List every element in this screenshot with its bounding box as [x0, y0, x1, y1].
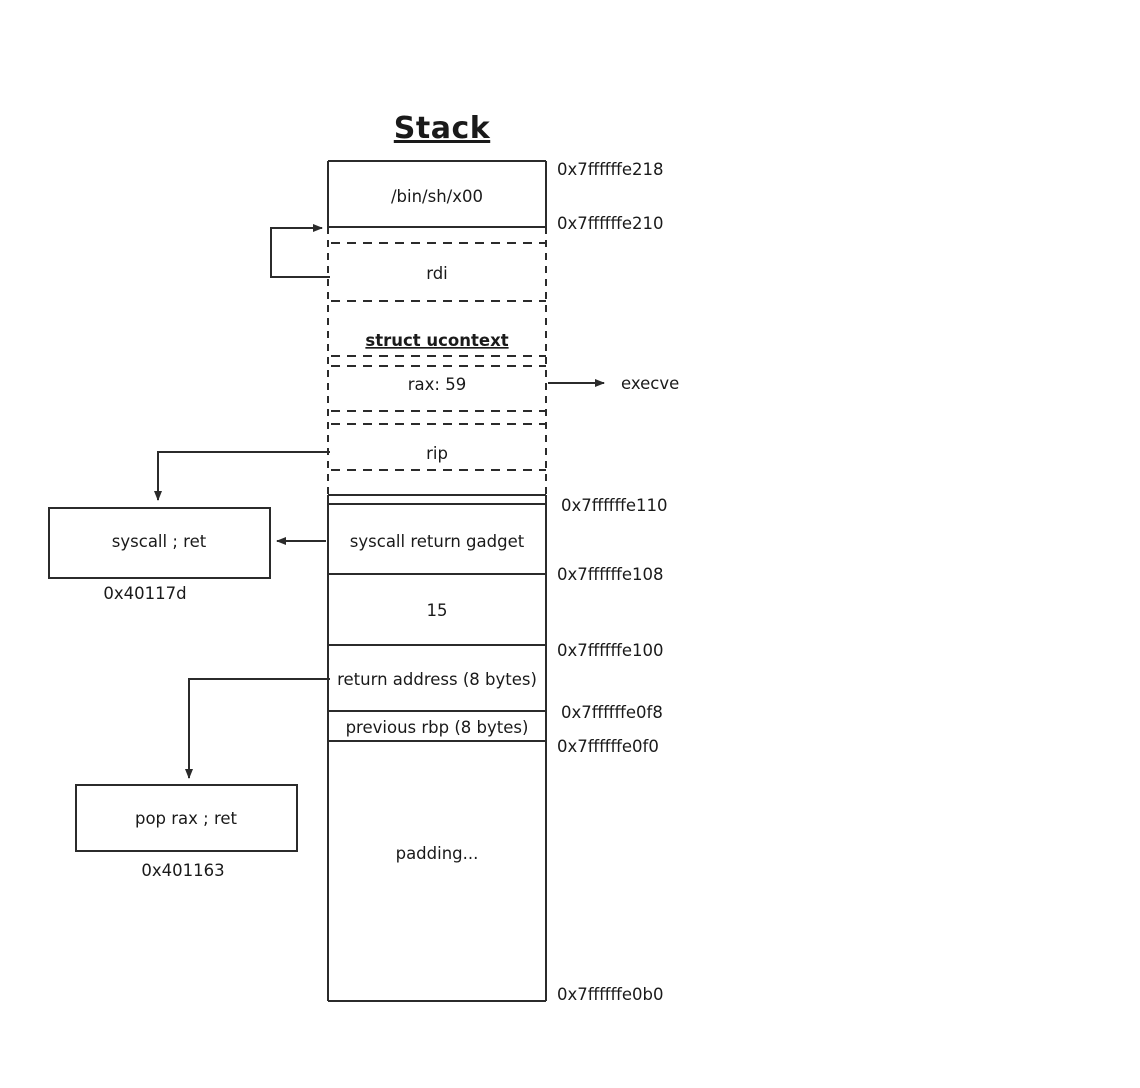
stack-cell-fifteen: 15	[427, 601, 448, 620]
stack-cell-previous-rbp: previous rbp (8 bytes)	[346, 718, 529, 737]
stack-cell-ucontext: struct ucontext	[365, 331, 508, 350]
address-label-e110: 0x7ffffffe110	[561, 496, 668, 515]
execve-label: execve	[621, 374, 679, 393]
connector-retaddr-to-pop-rax-gadget	[185, 678, 330, 779]
stack-cell-rax: rax: 59	[408, 375, 466, 394]
stack-cell-padding: padding...	[396, 844, 479, 863]
gadget-label-syscall-ret: syscall ; ret	[112, 532, 207, 551]
stack-cell-syscall-return-gadget: syscall return gadget	[350, 532, 525, 551]
address-label-e210: 0x7ffffffe210	[557, 214, 664, 233]
stack-cell-rip: rip	[426, 444, 448, 463]
page-title: Stack	[394, 111, 491, 146]
stack-cell-rdi: rdi	[426, 264, 448, 283]
address-label-e218: 0x7ffffffe218	[557, 160, 664, 179]
gadget-label-pop-rax-ret: pop rax ; ret	[135, 809, 238, 828]
gadget-box-pop-rax-ret	[74, 783, 299, 853]
gadget-address-syscall-ret: 0x40117d	[103, 584, 186, 603]
connector-rip-to-syscall-gadget	[154, 451, 330, 501]
stack-cell-return-address: return address (8 bytes)	[337, 670, 537, 689]
address-label-e0f0: 0x7ffffffe0f0	[557, 737, 659, 756]
address-label-e108: 0x7ffffffe108	[557, 565, 664, 584]
gadget-box-syscall-ret	[47, 506, 272, 580]
address-label-e0b0: 0x7ffffffe0b0	[557, 985, 664, 1004]
gadget-address-pop-rax-ret: 0x401163	[141, 861, 224, 880]
stack-cell-binsh: /bin/sh/x00	[391, 187, 483, 206]
address-label-e100: 0x7ffffffe100	[557, 641, 664, 660]
connector-rdi-to-binsh	[270, 224, 330, 278]
address-label-e0f8: 0x7ffffffe0f8	[561, 703, 663, 722]
